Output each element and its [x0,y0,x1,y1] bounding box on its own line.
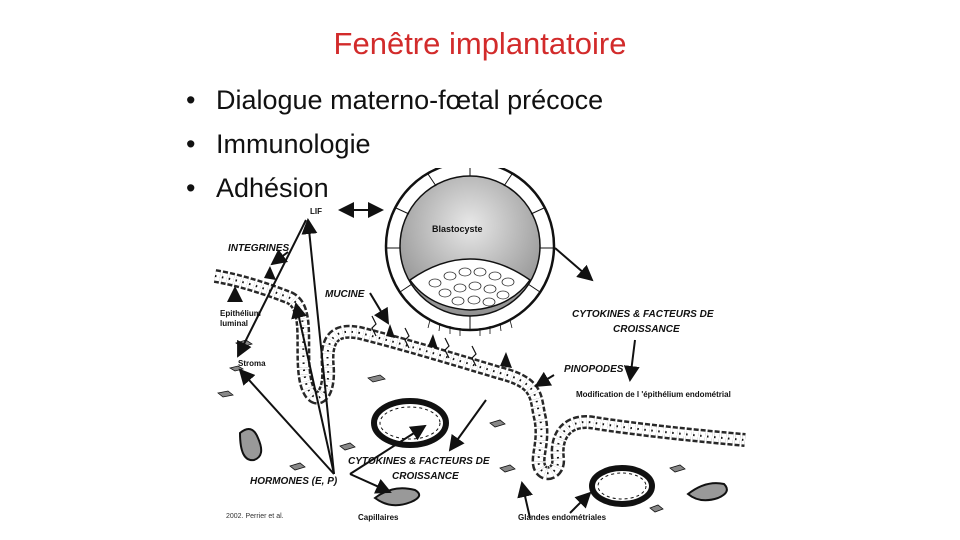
bullet-item: • Immunologie [186,124,603,168]
label-integrines: INTEGRINES [228,243,289,254]
implantation-diagram: LIF Blastocyste INTEGRINES MUCINE Epithé… [213,168,746,522]
label-glandes: Glandes endométriales [518,513,607,522]
interaction-arrows [227,202,640,519]
label-epithelium-2: luminal [220,319,248,328]
bullet-text: Immunologie [216,129,371,159]
bullet-text: Dialogue materno-fœtal précoce [216,85,604,115]
bullet-dot: • [186,173,196,203]
endometrial-epithelium [213,269,746,481]
pinopodes-marks [264,266,512,368]
blastocyst [384,168,556,336]
label-cytokines-top-1: CYTOKINES & FACTEURS DE [572,309,714,320]
bullet-list: • Dialogue materno-fœtal précoce • Immunol… [186,80,603,212]
bullet-dot: • [186,129,196,159]
label-cytokines-top-2: CROISSANCE [613,324,680,335]
bullet-text: Adhésion [216,173,329,203]
label-credit: 2002. Perrier et al. [226,513,284,520]
bullet-item: • Dialogue materno-fœtal précoce [186,80,603,124]
label-hormones: HORMONES (E, P) [250,476,338,487]
capillary-vessels [238,398,728,507]
label-stroma: Stroma [238,359,266,368]
slide-title: Fenêtre implantatoire [333,26,627,61]
stromal-cells [217,339,686,513]
label-cytokines-bottom-1: CYTOKINES & FACTEURS DE [348,456,490,467]
bullet-item: • Adhésion [186,168,603,212]
label-blastocyste: Blastocyste [432,224,483,234]
label-epithelium-1: Epithélium [220,309,261,318]
label-mucine: MUCINE [325,289,365,300]
bullet-dot: • [186,85,196,115]
label-cytokines-bottom-2: CROISSANCE [392,471,459,482]
label-capillaires: Capillaires [358,513,399,522]
label-modification: Modification de l 'épithélium endométria… [576,390,731,399]
label-lif: LIF [310,207,322,216]
label-pinopodes: PINOPODES [564,364,624,375]
